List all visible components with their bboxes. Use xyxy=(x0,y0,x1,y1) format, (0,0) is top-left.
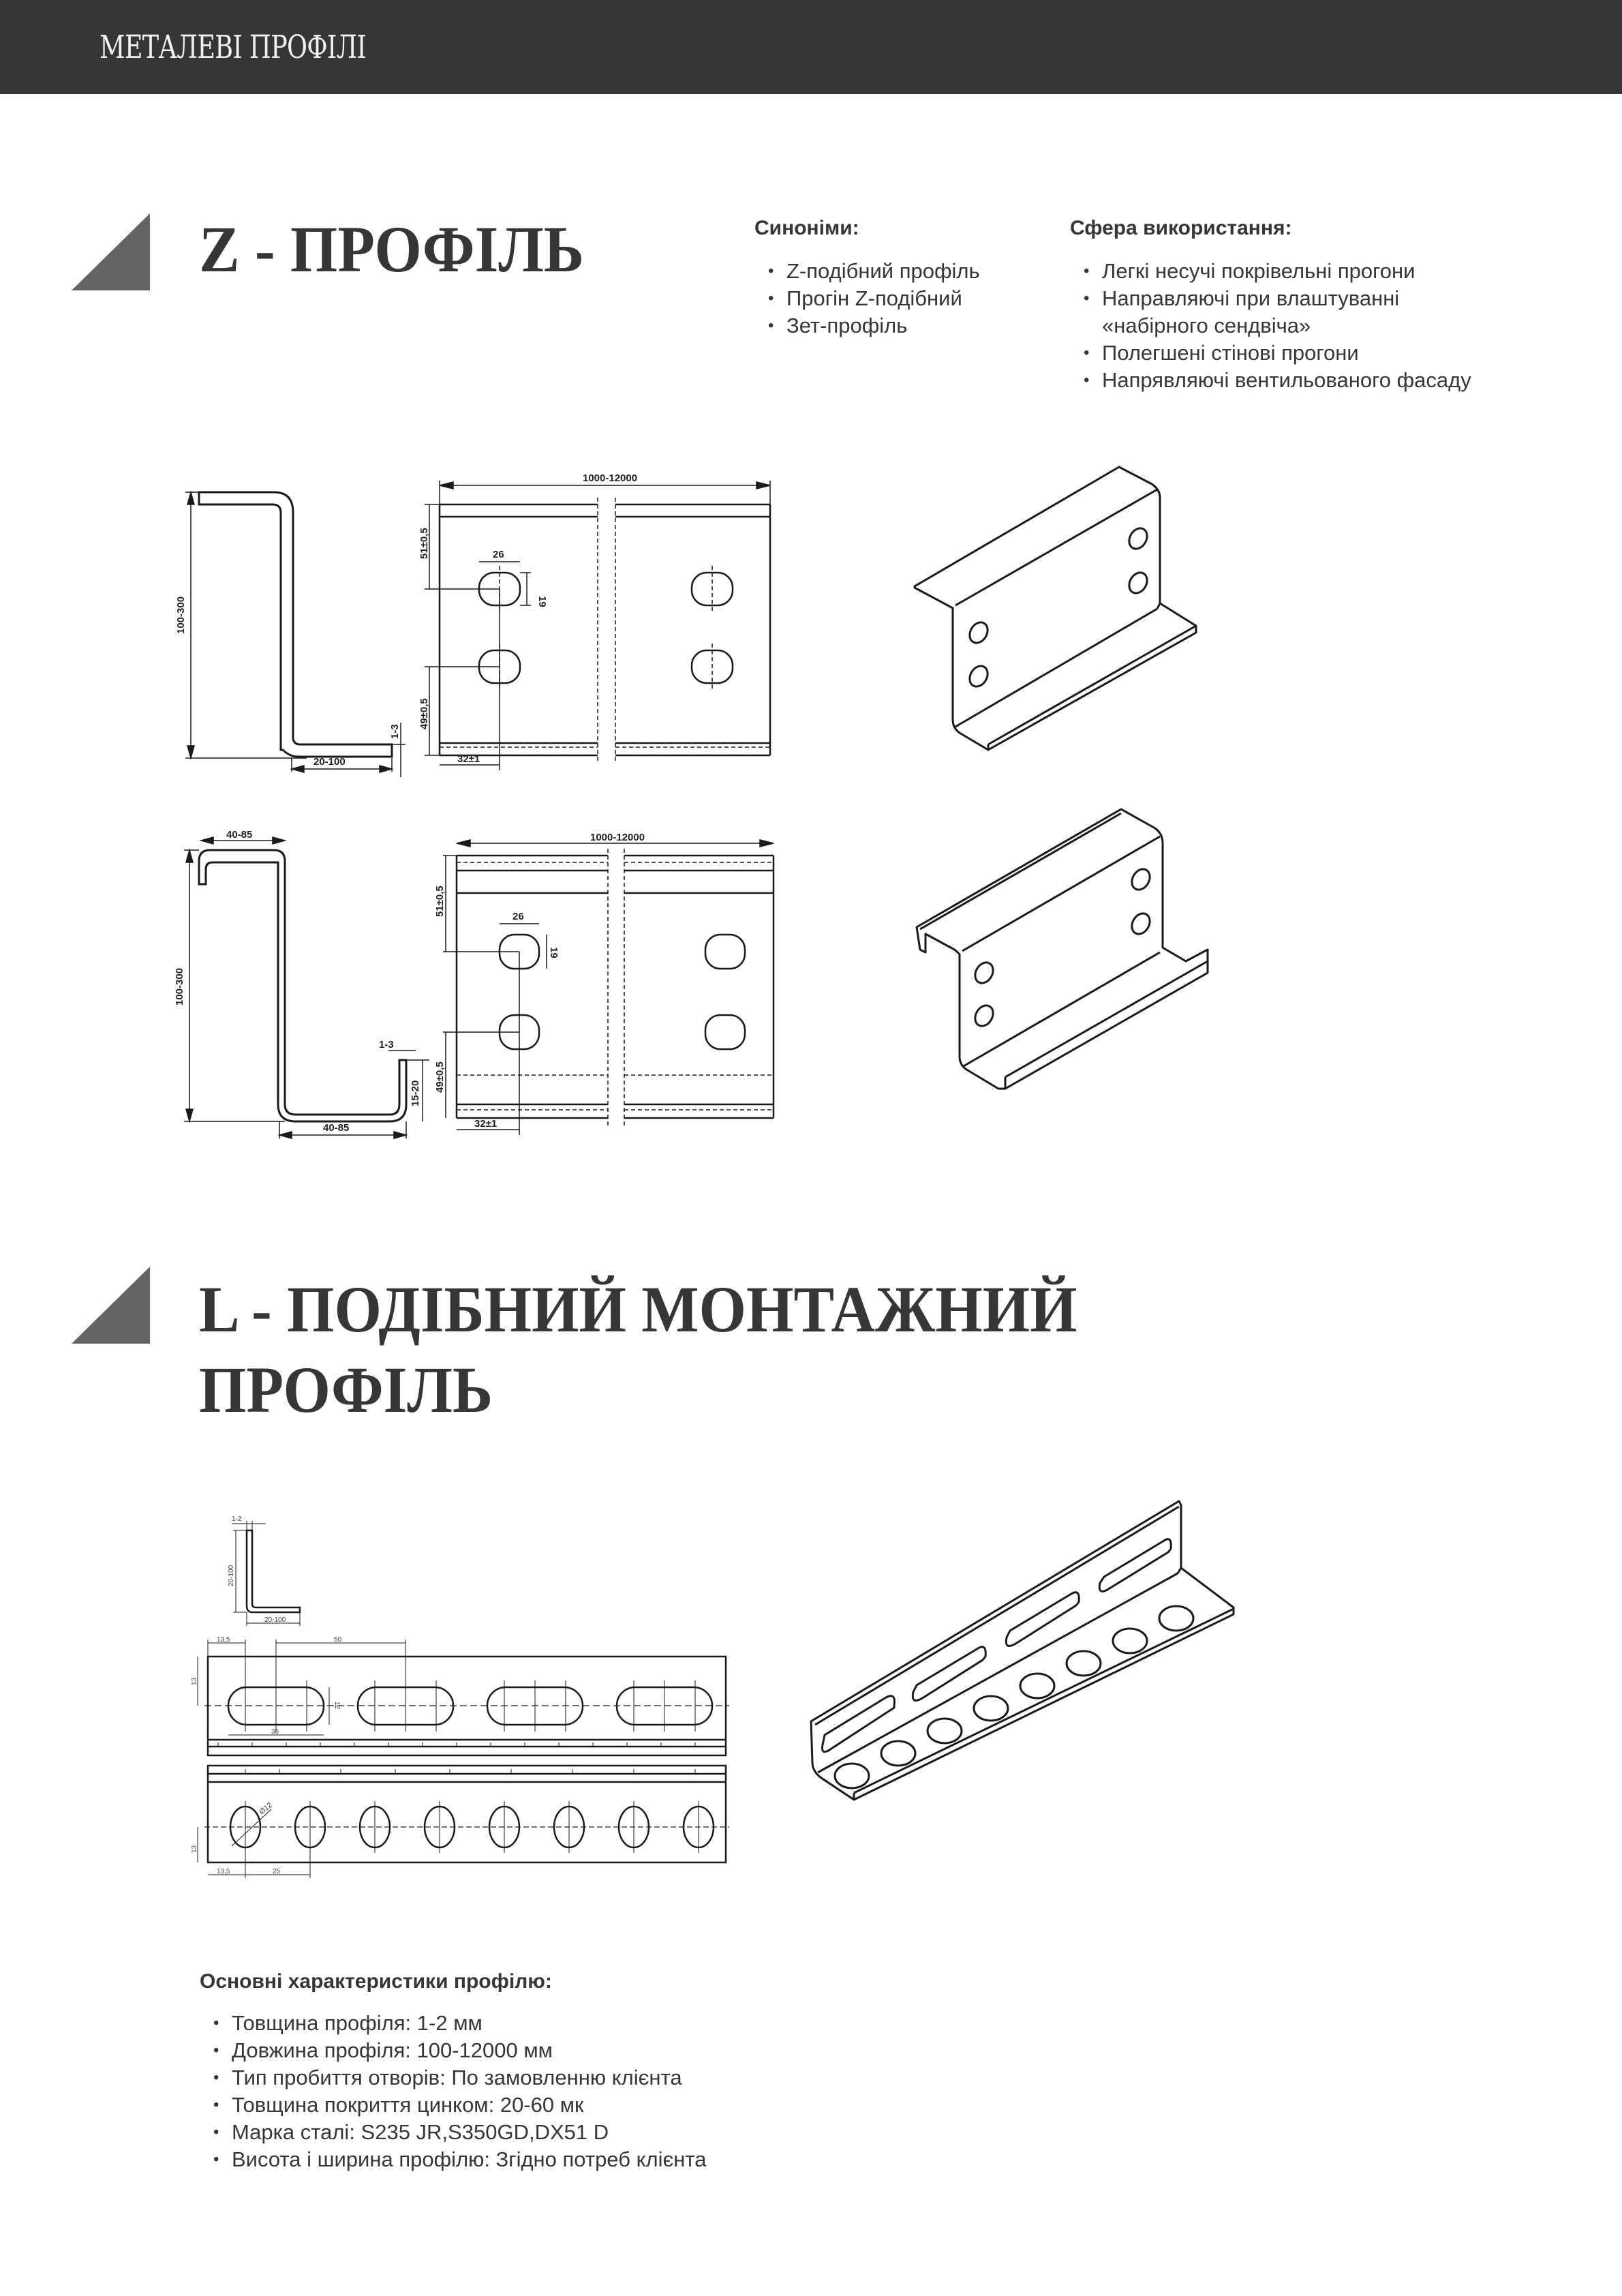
bullet-icon: • xyxy=(213,2096,219,2114)
usage-list: •Легкі несучі покрівельні прогони •Напра… xyxy=(1070,258,1547,394)
list-item: •Прогін Z-подібний xyxy=(754,285,1041,312)
dimension-label: 32±1 xyxy=(474,1118,497,1130)
z-profile-1-section-drawing: 100-300 20-100 1-3 xyxy=(175,490,406,777)
bullet-icon: • xyxy=(1084,371,1090,389)
z-profile-title: Z - ПРОФІЛЬ xyxy=(199,213,584,286)
dimension-label: 40-85 xyxy=(226,829,252,841)
bullet-icon: • xyxy=(768,289,774,307)
dimension-label: 26 xyxy=(512,911,524,922)
list-item: •Тип пробиття отворів: По замовленню клі… xyxy=(200,2064,881,2091)
dimension-label: 20-100 xyxy=(313,756,346,768)
dimension-label: 1-3 xyxy=(379,1039,394,1051)
bullet-icon: • xyxy=(213,2014,219,2032)
dimension-label: 100-300 xyxy=(175,596,187,634)
z-profile-2-isometric-drawing xyxy=(915,808,1209,1090)
l-profile-round-strip-drawing: Ø12 13 13,5 25 xyxy=(191,1764,729,1878)
list-item: •Зет-профіль xyxy=(754,312,1041,339)
bullet-icon: • xyxy=(768,262,774,280)
bullet-icon: • xyxy=(1084,344,1090,362)
dimension-label: 20-100 xyxy=(264,1616,286,1624)
z-profile-1-front-drawing: 1000-12000 51±0,5 49±0,5 26 19 32±1 xyxy=(418,472,771,770)
list-item: •Полегшені стінові прогони xyxy=(1070,339,1547,367)
dimension-label: 13 xyxy=(191,1845,198,1853)
synonyms-title: Синоніми: xyxy=(754,217,859,239)
l-profile-section-drawing: 1-2 20-100 20-100 xyxy=(228,1515,301,1626)
l-profile-isometric-drawing xyxy=(810,1500,1235,1801)
dimension-label: 19 xyxy=(536,596,548,607)
bullet-icon: • xyxy=(213,2123,219,2141)
usage-title: Сфера використання: xyxy=(1070,217,1292,239)
dimension-label: 13,5 xyxy=(217,1868,230,1875)
list-item: •Марка сталі: S235 JR,S350GD,DX51 D xyxy=(200,2119,881,2146)
bullet-icon: • xyxy=(1084,262,1090,280)
characteristics-list: •Товщина профіля: 1-2 мм •Довжина профіл… xyxy=(200,2010,881,2173)
characteristics-title: Основні характеристики профілю: xyxy=(200,1970,552,1993)
list-item: •Направляючі при влаштуванні«набірного с… xyxy=(1084,286,1400,337)
list-item: •Напрявляючі вентильованого фасаду xyxy=(1070,367,1547,394)
dimension-label: 15-20 xyxy=(410,1081,421,1106)
dimension-label: 25 xyxy=(273,1868,281,1875)
dimension-label: 100-300 xyxy=(174,968,185,1006)
dimension-label: 32±1 xyxy=(457,753,480,765)
dimension-label: 49±0,5 xyxy=(434,1061,446,1093)
list-item: •Z-подібний профіль xyxy=(754,258,1041,285)
dimension-label: 1000-12000 xyxy=(583,472,637,484)
dimension-label: 49±0,5 xyxy=(418,698,430,729)
list-item: •Товщина профіля: 1-2 мм xyxy=(200,2010,881,2037)
dimension-label: 20-100 xyxy=(228,1565,235,1586)
z-profile-2-section-drawing: 40-85 100-300 40-85 1-3 15-20 xyxy=(174,829,429,1139)
section-accent-triangle-icon xyxy=(72,213,150,290)
z-profile-2-front-drawing: 1000-12000 51±0,5 49±0,5 26 19 32±1 xyxy=(434,832,775,1135)
synonyms-block: Синоніми: •Z-подібний профіль •Прогін Z-… xyxy=(754,218,1041,339)
dimension-label: 51±0,5 xyxy=(418,528,430,559)
dimension-label: 36 xyxy=(271,1728,279,1736)
dimension-label: 51±0,5 xyxy=(434,886,446,917)
section-accent-triangle-icon xyxy=(72,1267,150,1344)
dimension-label: 26 xyxy=(493,549,504,560)
l-profile-slotted-strip-drawing: 13,5 50 36 12 13 xyxy=(191,1636,729,1757)
dimension-label: 13,5 xyxy=(217,1636,230,1644)
dimension-label: 1-2 xyxy=(232,1515,242,1523)
dimension-label: 19 xyxy=(548,947,560,958)
list-item: •Висота і ширина профілю: Згідно потреб … xyxy=(200,2146,881,2173)
list-item: •Товщина покриття цинком: 20-60 мк xyxy=(200,2091,881,2119)
bullet-icon: • xyxy=(1084,289,1090,307)
dimension-label: 40-85 xyxy=(323,1122,349,1134)
dimension-label: 1-3 xyxy=(389,724,401,739)
usage-block: Сфера використання: •Легкі несучі покрів… xyxy=(1070,218,1547,394)
dimension-label: 50 xyxy=(334,1636,342,1644)
z-profile-1-isometric-drawing xyxy=(913,466,1197,751)
dimension-label: 12 xyxy=(333,1702,341,1710)
header-bar: МЕТАЛЕВІ ПРОФІЛІ xyxy=(0,0,1622,94)
dimension-label: 13 xyxy=(191,1677,198,1685)
list-item: •Довжина профіля: 100-12000 мм xyxy=(200,2037,881,2064)
bullet-icon: • xyxy=(768,316,774,335)
characteristics-block: Основні характеристики профілю: •Товщина… xyxy=(200,1972,881,2173)
bullet-icon: • xyxy=(213,2150,219,2169)
synonyms-list: •Z-подібний профіль •Прогін Z-подібний •… xyxy=(754,258,1041,339)
l-profile-title: L - ПОДІБНИЙ МОНТАЖНИЙ ПРОФІЛЬ xyxy=(199,1273,1077,1426)
dimension-label: 1000-12000 xyxy=(590,832,645,843)
bullet-icon: • xyxy=(213,2068,219,2087)
list-item: •Легкі несучі покрівельні прогони xyxy=(1070,258,1547,285)
bullet-icon: • xyxy=(213,2041,219,2059)
header-title: МЕТАЛЕВІ ПРОФІЛІ xyxy=(100,29,367,66)
